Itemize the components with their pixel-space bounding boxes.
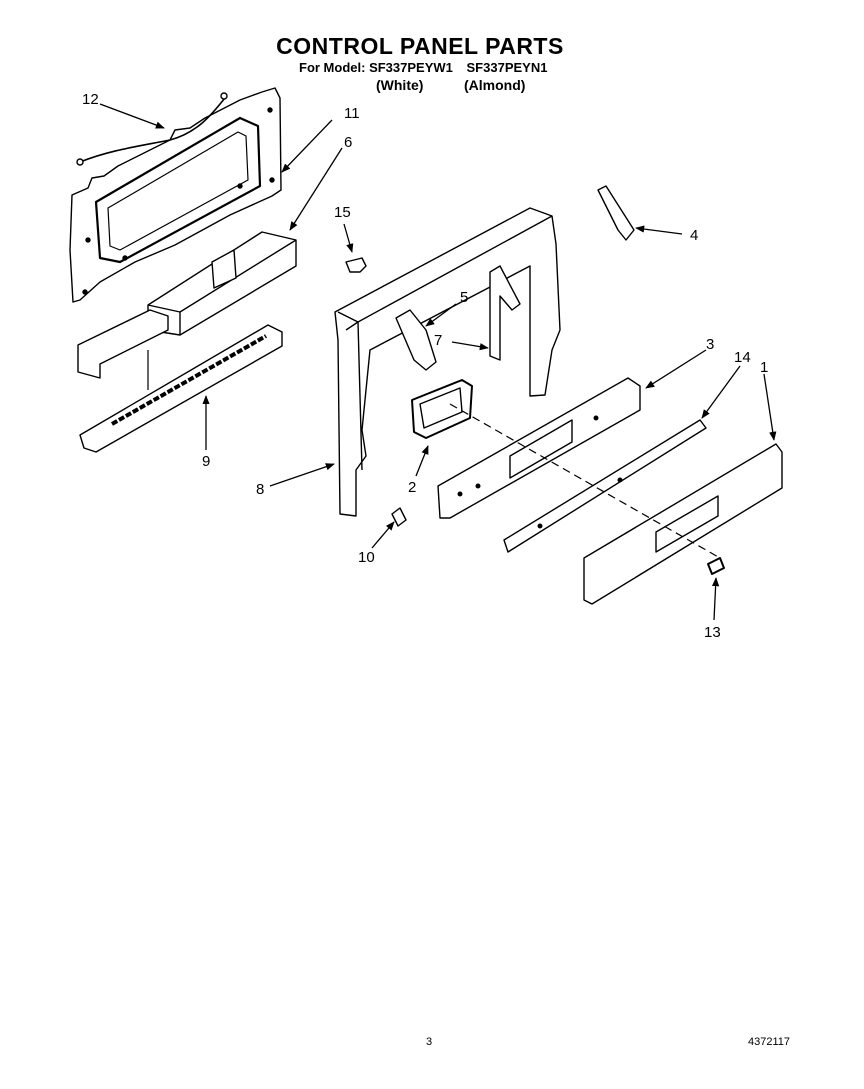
callout-4: 4 [690,227,698,244]
callout-10: 10 [358,549,375,566]
part-15-clip [345,257,367,273]
callout-14: 14 [734,349,751,366]
callout-6: 6 [344,134,352,151]
diagram-title: CONTROL PANEL PARTS [276,33,564,59]
part-12-wire [76,92,228,166]
part-13-knob [707,557,725,575]
model-line: For Model: SF337PEYW1 SF337PEYN1 [299,60,547,75]
part-3-panel [437,377,641,519]
part-1-console [583,443,783,605]
callout-11: 11 [344,105,360,122]
callout-13: 13 [704,624,721,641]
part-14-strip [503,419,707,553]
part-7-bracket [489,265,521,361]
part-10-clip [391,507,407,527]
page-number: 3 [426,1036,433,1048]
callout-8: 8 [256,481,264,498]
part-2-housing [411,379,473,439]
callout-12: 12 [82,91,99,108]
part-4-bracket [597,185,635,241]
callout-2: 2 [408,479,416,496]
part-5-bracket [395,309,437,371]
part-11-bracket [69,87,282,303]
callout-9: 9 [202,453,210,470]
model-almond: SF337PEYN1 [466,60,548,75]
callout-15: 15 [334,204,351,221]
callout-3: 3 [706,336,714,353]
variant-white: (White) [376,77,424,93]
part-8-frame [334,207,561,517]
model-prefix: For Model: [299,60,366,75]
part-9-rail [77,309,283,453]
callout-5: 5 [460,289,468,306]
document-number: 4372117 [748,1036,791,1048]
leader-lines [99,103,777,621]
model-white: SF337PEYW1 [369,60,453,75]
callout-7: 7 [434,332,442,349]
callout-1: 1 [760,359,768,376]
variant-almond: (Almond) [464,77,526,93]
part-6-cover [147,231,297,336]
